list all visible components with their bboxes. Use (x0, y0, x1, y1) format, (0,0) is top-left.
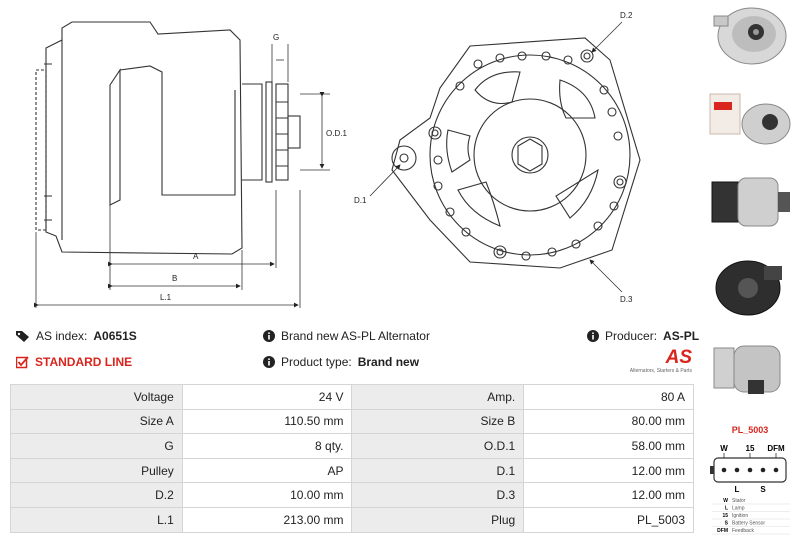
label-d2: D.2 (620, 11, 633, 20)
thumbnail-rear-view[interactable] (704, 254, 796, 318)
brand-new-info: Brand new AS-PL Alternator (263, 329, 430, 343)
spec-value: 12.00 mm (523, 457, 694, 484)
logo-mark: AS (665, 347, 692, 368)
thumbnail-side-view[interactable] (704, 170, 796, 234)
spec-label: D.2 (10, 482, 183, 508)
label-a: A (193, 252, 199, 261)
standard-line: STANDARD LINE (16, 355, 132, 369)
plug-legend-desc: Ignition (732, 513, 748, 519)
info-icon (587, 330, 599, 342)
spec-label: Voltage (10, 384, 183, 410)
spec-value: 10.00 mm (181, 482, 353, 508)
spec-label: Plug (351, 506, 525, 533)
product-type-label: Product type: (281, 355, 352, 369)
producer: Producer: AS-PL (587, 329, 699, 343)
plug-legend-code: 15 (722, 513, 728, 519)
spec-label: G (10, 433, 183, 459)
spec-label: Pulley (10, 457, 183, 484)
spec-value: 24 V (181, 384, 353, 410)
spec-value: 12.00 mm (523, 482, 694, 508)
spec-label: O.D.1 (351, 433, 525, 459)
thumbnail-front-view[interactable] (704, 2, 796, 66)
label-l1: L.1 (160, 293, 172, 302)
spec-value: 8 qty. (181, 433, 353, 459)
spec-label: Size B (351, 408, 525, 435)
thumbnail-box-view[interactable] (704, 86, 796, 150)
spec-value: PL_5003 (523, 506, 694, 533)
label-d3: D.3 (620, 295, 633, 304)
spec-label: Size A (10, 408, 183, 435)
label-b: B (172, 274, 177, 283)
product-type-value: Brand new (357, 355, 420, 369)
as-index: AS index: A0651S (16, 329, 137, 343)
front-view (391, 37, 641, 269)
as-index-value: A0651S (93, 329, 137, 343)
plug-pin-dfm: DFM (767, 444, 785, 453)
as-pl-logo: AS Alternators, Starters & Parts (624, 348, 692, 378)
front-dimensions (369, 21, 623, 293)
spec-value: 80 A (523, 384, 694, 410)
producer-value: AS-PL (663, 329, 700, 343)
standard-line-text: STANDARD LINE (35, 355, 133, 369)
spec-value: 80.00 mm (523, 408, 694, 435)
plug-legend-desc: Feedback (732, 528, 754, 534)
info-icon (263, 356, 275, 368)
label-d1: D.1 (354, 196, 367, 205)
checkbox-icon (16, 355, 29, 368)
plug-pin-s: S (760, 485, 766, 494)
thumbnail-angle-view[interactable] (704, 338, 796, 402)
plug-legend-code: DFM (717, 528, 728, 534)
spec-label: D.3 (351, 482, 525, 508)
plug-legend-desc: Stator (732, 498, 746, 504)
spec-label: D.1 (351, 457, 525, 484)
technical-drawing: G O.D.1 A B L.1 D.1 D.2 D.3 (34, 11, 641, 308)
side-view (35, 21, 301, 255)
spec-label: L.1 (10, 506, 183, 533)
side-dimensions (34, 44, 330, 308)
plug-legend-code: L (725, 506, 728, 512)
logo-tagline: Alternators, Starters & Parts (629, 368, 692, 374)
spec-value: 110.50 mm (181, 408, 353, 435)
plug-title: PL_5003 (731, 425, 769, 435)
plug-legend-code: W (723, 498, 728, 504)
brand-new-text: Brand new AS-PL Alternator (281, 329, 430, 343)
tag-icon (16, 331, 29, 342)
plug-pin-w: W (720, 444, 728, 453)
as-index-label: AS index: (36, 329, 88, 343)
spec-label: Amp. (351, 384, 525, 410)
spec-value: AP (181, 457, 353, 484)
plug-pin-15: 15 (746, 444, 755, 453)
plug-legend-desc: Battery Sensor (732, 521, 765, 527)
plug-legend-code: S (725, 521, 729, 527)
spec-value: 213.00 mm (181, 506, 353, 533)
product-type: Product type: Brand new (263, 355, 419, 369)
plug-pin-l: L (735, 485, 740, 494)
plug-legend-desc: Lamp (732, 506, 745, 512)
label-g: G (273, 33, 279, 42)
spec-value: 58.00 mm (523, 433, 694, 459)
label-od1: O.D.1 (326, 129, 347, 138)
info-icon (263, 330, 275, 342)
producer-label: Producer: (605, 329, 658, 343)
